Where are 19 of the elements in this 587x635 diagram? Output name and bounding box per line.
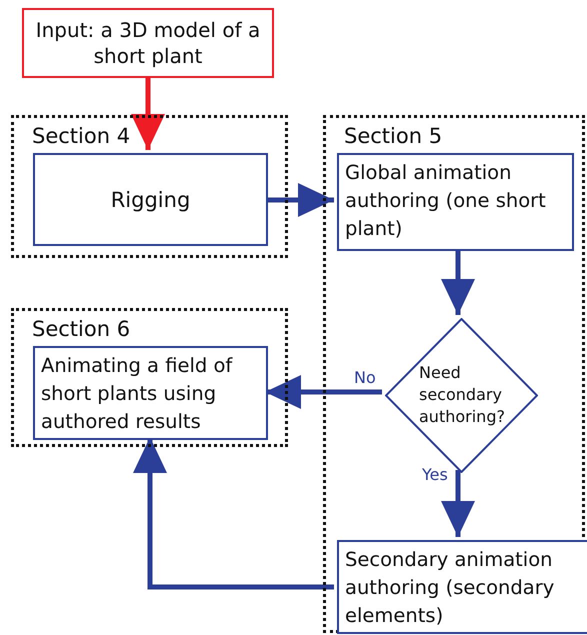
box-text: Rigging (110, 186, 190, 212)
section-heading: Section 4 (32, 123, 130, 149)
box-text: Secondary animation authoring (secondary elements) (345, 547, 556, 629)
section-frame (11, 115, 288, 258)
process-box (33, 346, 268, 440)
section-frame (323, 115, 585, 633)
input-box (22, 8, 274, 78)
arrow (131, 78, 165, 150)
process-box (337, 153, 574, 251)
section-heading: Section 6 (32, 316, 130, 342)
decision-text: Need secondary authoring? (419, 362, 506, 428)
process-box (33, 153, 268, 246)
box-text: Animating a field of short plants using authored results (41, 353, 234, 435)
process-box (337, 540, 587, 634)
arrow (441, 470, 475, 537)
box-text: Input: a 3D model of a short plant (34, 17, 262, 69)
box-text: Global animation authoring (one short plant) (345, 160, 547, 242)
section-heading: Section 5 (344, 123, 442, 149)
section-frame (11, 308, 288, 447)
